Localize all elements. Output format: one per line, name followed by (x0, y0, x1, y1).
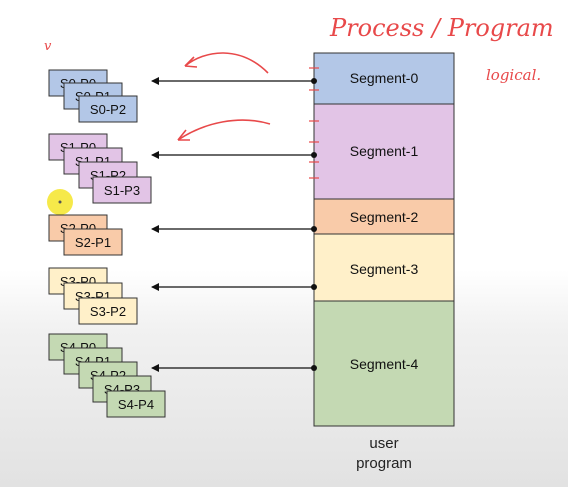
segment-box-0 (313, 52, 455, 105)
page-label: S3-P2 (90, 304, 126, 319)
annotation-side-note: logical. (486, 66, 541, 84)
page-label: S0-P2 (90, 102, 126, 117)
annotation-tick-mark: v (44, 39, 52, 54)
page-box (63, 228, 123, 256)
segment-column: Segment-0 Segment-1 Segment-2 Segment-3 … (313, 52, 455, 427)
memory-caption-line2: program (356, 455, 412, 472)
segment-label-2: Segment-2 (350, 209, 419, 225)
arrow-origin-dot (311, 152, 317, 158)
segment-label-4: Segment-4 (350, 356, 419, 372)
segment-box-1 (313, 103, 455, 200)
annotation-arrowhead-1 (177, 129, 190, 141)
arrow-origin-dot (311, 365, 317, 371)
annotation-title: Process / Program (329, 14, 554, 42)
page-box (78, 297, 138, 325)
annotation-curve-arrow-0 (184, 52, 269, 74)
segment-box-4 (313, 300, 455, 427)
page-stack-0: S0-P0 S0-P1 S0-P2 (48, 69, 138, 123)
page-stack-4: S4-P0 S4-P1 S4-P2 S4-P3 S4-P4 (48, 333, 166, 418)
cursor-dot (58, 200, 62, 204)
annotation-curve-arrow-1 (177, 119, 271, 141)
page-stack-2: S2-P0 S2-P1 (48, 214, 123, 256)
segment-label-0: Segment-0 (350, 70, 419, 86)
memory-caption-line1: user (369, 435, 398, 452)
page-stack-3: S3-P0 S3-P1 S3-P2 (48, 267, 138, 325)
segment-label-3: Segment-3 (350, 261, 419, 277)
segment-box-3 (313, 233, 455, 302)
page-stack-1: S1-P0 S1-P1 S1-P2 S1-P3 (48, 133, 152, 204)
arrow-origin-dot (311, 226, 317, 232)
annotation-arrowhead-0 (184, 56, 198, 68)
boundary-ticks (309, 67, 319, 179)
arrow-origin-dots (311, 78, 317, 371)
page-label: S1-P3 (104, 183, 140, 198)
segment-label-1: Segment-1 (350, 143, 419, 159)
page-label: S2-P1 (75, 235, 111, 250)
page-box (106, 390, 166, 418)
page-box (92, 176, 152, 204)
mapping-arrows (151, 77, 314, 372)
page-box (78, 95, 138, 123)
arrow-origin-dot (311, 284, 317, 290)
arrow-origin-dot (311, 78, 317, 84)
page-label: S4-P4 (118, 397, 154, 412)
